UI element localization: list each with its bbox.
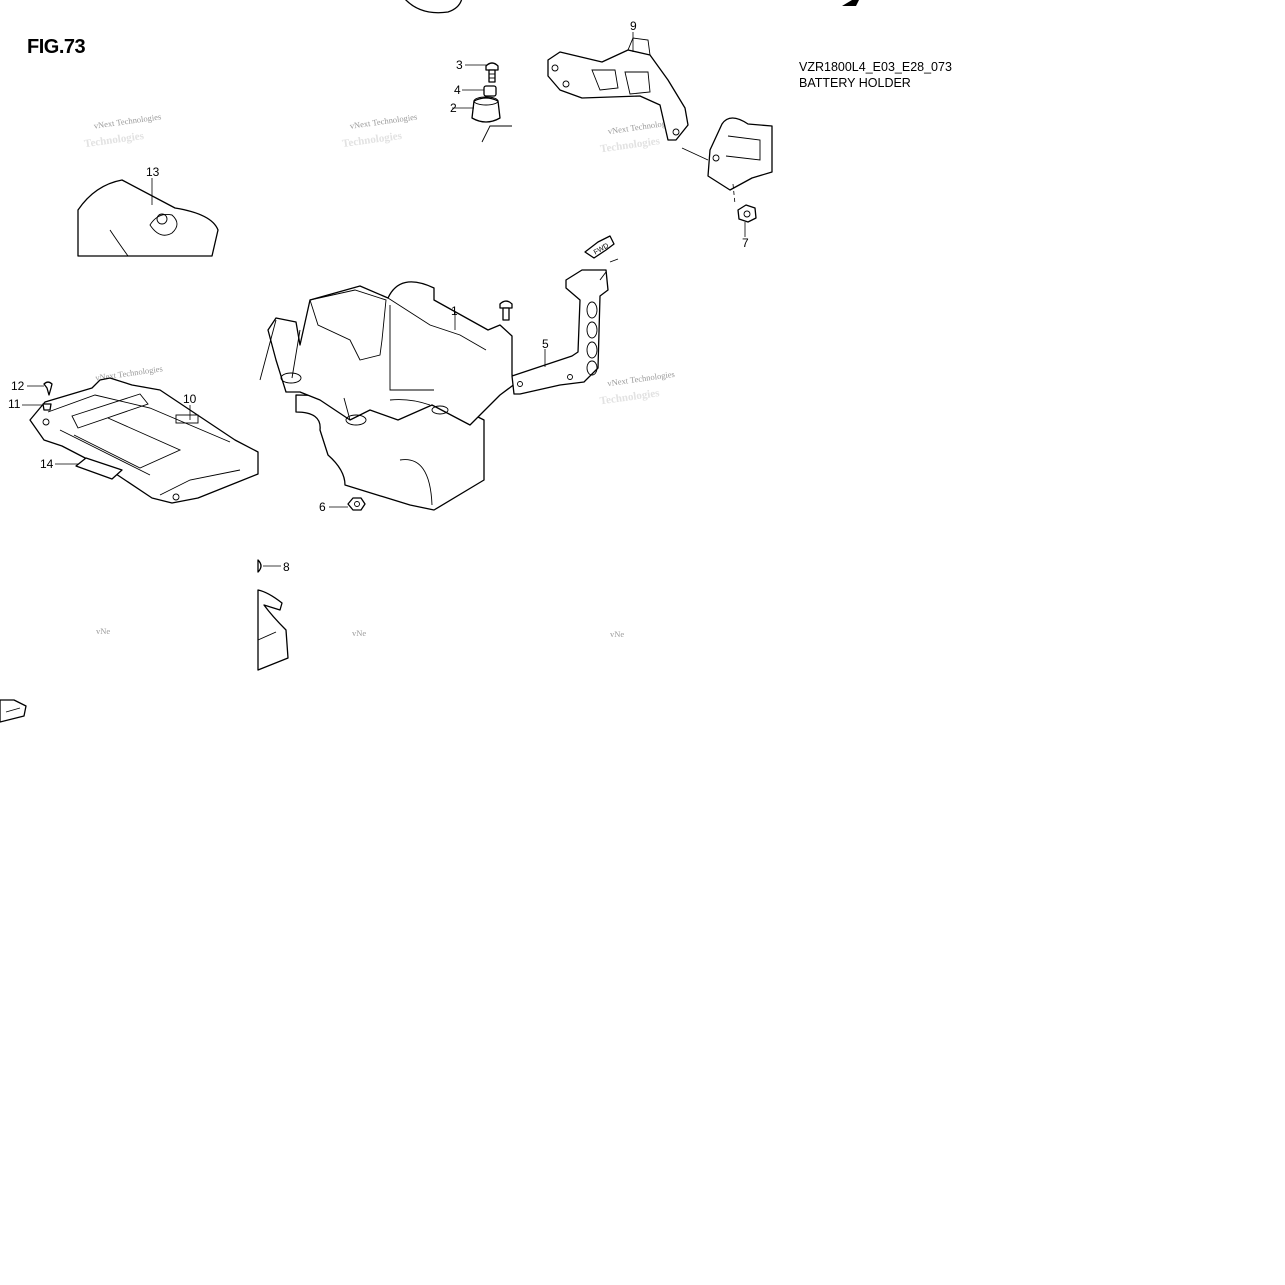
- part-9-bracket: [547, 37, 709, 161]
- diagram-info: VZR1800L4_E03_E28_073 BATTERY HOLDER: [799, 59, 952, 91]
- lower-part-fragment: [257, 589, 289, 671]
- callout-10: 10: [183, 392, 197, 406]
- callout-7: 7: [742, 236, 749, 250]
- bolt: [499, 300, 513, 321]
- part-7-bolt: [732, 183, 757, 223]
- watermark-shadow: Technologies: [83, 130, 145, 150]
- part-13-cover: [77, 179, 219, 257]
- callout-2: 2: [450, 101, 457, 115]
- clipped-part-fragment: [0, 699, 27, 723]
- side-plate-fragment: [707, 117, 773, 191]
- model-code: VZR1800L4_E03_E28_073: [799, 60, 952, 74]
- part-14-pad: [75, 457, 123, 480]
- callout-3: 3: [456, 58, 463, 72]
- callout-13: 13: [146, 165, 160, 179]
- watermark-fragment: vNe: [610, 629, 624, 639]
- figure-title: FIG.73: [27, 36, 86, 58]
- callout-5: 5: [542, 337, 549, 351]
- watermark-fragment: vNe: [96, 626, 110, 636]
- watermark: vNext Technologies: [607, 369, 676, 388]
- leader-lines: [22, 32, 746, 567]
- callout-9: 9: [630, 19, 637, 33]
- watermark-shadow: Technologies: [341, 130, 403, 150]
- part-1-battery-holder: [259, 281, 521, 511]
- callout-4: 4: [454, 83, 461, 97]
- part-5-side-bracket: [511, 269, 609, 395]
- watermark: vNext Technologies: [349, 112, 418, 131]
- part-8-clip: [257, 559, 262, 573]
- watermark-fragment: vNe: [352, 628, 366, 638]
- callout-6: 6: [319, 500, 326, 514]
- clipped-part-fragment: [842, 0, 859, 6]
- clipped-part-fragment: [405, 0, 463, 14]
- section-name: BATTERY HOLDER: [799, 76, 911, 90]
- callout-labels: 2 3 4 9 7 13 1 5 12 11 10 14 6 8: [8, 19, 749, 574]
- callout-8: 8: [283, 560, 290, 574]
- callout-14: 14: [40, 457, 54, 471]
- forward-direction-arrow: FWD: [584, 235, 619, 263]
- callout-12: 12: [11, 379, 25, 393]
- callout-1: 1: [451, 304, 458, 318]
- callout-11: 11: [8, 397, 21, 411]
- watermark-shadow: Technologies: [599, 135, 661, 155]
- part-11-grommet: [42, 403, 52, 411]
- part-12-pin: [43, 381, 53, 396]
- part-10-lower-tray: [29, 377, 259, 504]
- parts-2-3-4-mount: [471, 62, 512, 143]
- watermark-shadow: Technologies: [599, 387, 661, 407]
- part-6-nut: [347, 497, 366, 511]
- watermark: vNext Technologies: [93, 111, 162, 130]
